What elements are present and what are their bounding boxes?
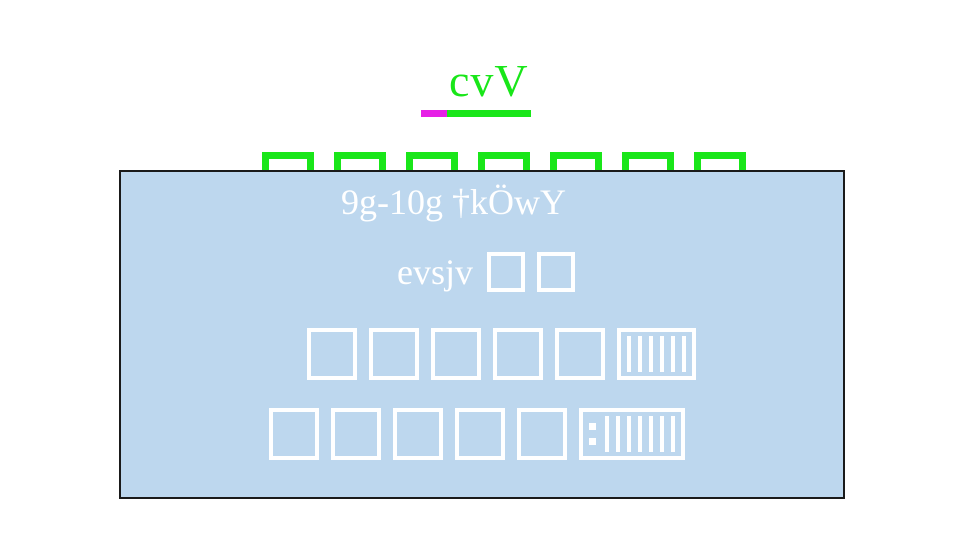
title-wrap: cvV — [421, 52, 531, 117]
placeholder-glyph — [537, 252, 575, 292]
glyph-bar — [660, 336, 664, 372]
panel-heading: 9g-10g †kÖwY — [341, 182, 566, 222]
placeholder-glyph — [517, 408, 567, 460]
panel-subtitle-row: evsjv — [397, 248, 575, 296]
placeholder-glyph — [307, 328, 357, 380]
placeholder-glyph — [555, 328, 605, 380]
glyph-bar — [616, 416, 620, 452]
placeholder-glyph — [487, 252, 525, 292]
glyph-bar — [682, 336, 686, 372]
placeholder-glyph — [455, 408, 505, 460]
placeholder-glyph — [393, 408, 443, 460]
glyph-bar — [671, 416, 675, 452]
placeholder-glyph — [269, 408, 319, 460]
placeholder-glyph — [431, 328, 481, 380]
placeholder-glyph-group — [487, 252, 575, 292]
glyph-bar — [660, 416, 664, 452]
glyph-bar — [627, 336, 631, 372]
glyph-bar — [627, 416, 631, 452]
placeholder-glyph — [369, 328, 419, 380]
placeholder-glyph — [331, 408, 381, 460]
colon-glyph — [589, 423, 596, 445]
panel-line-4 — [269, 408, 685, 460]
placeholder-glyph — [493, 328, 543, 380]
colon-dot — [589, 423, 596, 430]
page-title: cvV — [447, 52, 531, 117]
title-accent-mark — [421, 110, 447, 117]
glyph-bar — [671, 336, 675, 372]
colon-dot — [589, 438, 596, 445]
glyph-bar — [638, 336, 642, 372]
info-panel: 9g-10g †kÖwY evsjv — [119, 170, 845, 499]
panel-subtitle: evsjv — [397, 252, 473, 292]
panel-line-3 — [307, 328, 696, 380]
placeholder-glyph-bars — [617, 328, 696, 380]
glyph-bar — [638, 416, 642, 452]
placeholder-glyph-bars — [579, 408, 685, 460]
glyph-bar — [649, 336, 653, 372]
glyph-bar — [649, 416, 653, 452]
glyph-bar — [605, 416, 609, 452]
